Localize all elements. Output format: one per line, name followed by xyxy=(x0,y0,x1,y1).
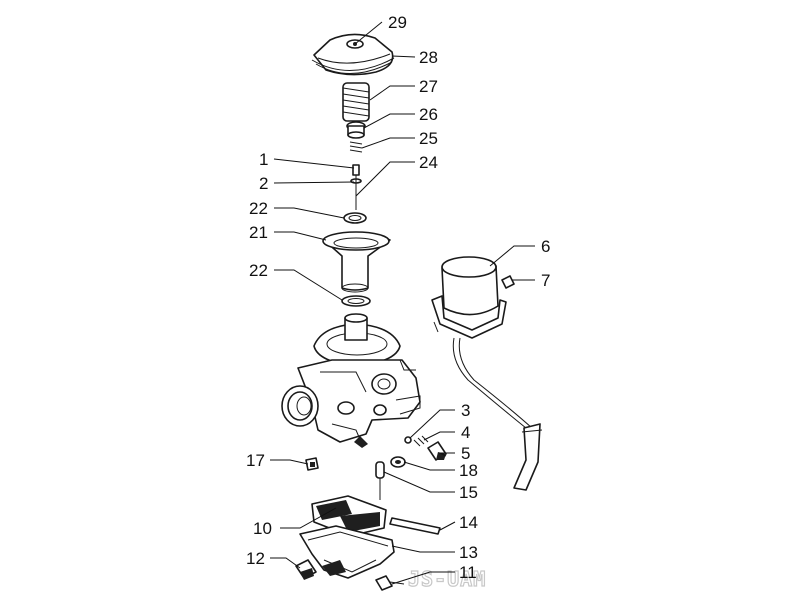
label-22-upper: 22 xyxy=(249,199,268,218)
part-1-24-needle xyxy=(350,164,362,210)
label-18: 18 xyxy=(459,461,478,480)
part-26-retainer xyxy=(346,121,366,139)
part-7-screw xyxy=(501,275,515,289)
part-22-upper-ring xyxy=(343,212,367,224)
part-5-screw xyxy=(427,441,447,461)
part-6-choke xyxy=(431,256,543,491)
label-26: 26 xyxy=(419,105,438,124)
carburetor-body xyxy=(281,313,421,448)
part-25-small-spring xyxy=(349,141,363,153)
part-21-diaphragm-slide xyxy=(322,231,391,293)
label-6: 6 xyxy=(541,237,550,256)
part-10-float xyxy=(311,495,387,537)
watermark-logo: JS-UAM xyxy=(408,567,486,591)
part-11-screw xyxy=(375,575,405,591)
label-3: 3 xyxy=(461,401,470,420)
label-28: 28 xyxy=(419,48,438,67)
part-18-jet xyxy=(390,456,406,468)
part-4-spring xyxy=(413,435,429,447)
label-17: 17 xyxy=(246,451,265,470)
label-13: 13 xyxy=(459,543,478,562)
leader-lines xyxy=(270,21,535,585)
label-7: 7 xyxy=(541,271,550,290)
part-14-pin xyxy=(389,517,441,535)
label-25: 25 xyxy=(419,129,438,148)
label-14: 14 xyxy=(459,513,478,532)
label-4: 4 xyxy=(461,423,470,442)
label-11: 11 xyxy=(459,563,477,582)
part-13-float-bowl xyxy=(299,525,395,579)
label-10: 10 xyxy=(253,519,272,538)
label-24: 24 xyxy=(419,153,438,172)
part-22-lower-ring xyxy=(341,295,371,307)
part-15-needle-jet xyxy=(375,461,385,500)
part-28-cover-gasket xyxy=(311,57,395,74)
label-22-lower: 22 xyxy=(249,261,268,280)
label-29: 29 xyxy=(388,13,407,32)
part-3-washer xyxy=(404,436,412,444)
part-12-drain-screw xyxy=(295,559,317,580)
label-2: 2 xyxy=(259,174,268,193)
label-15: 15 xyxy=(459,483,478,502)
part-number-labels: 29 28 27 26 25 24 1 2 22 21 22 6 7 3 4 5… xyxy=(246,13,550,582)
label-12: 12 xyxy=(246,549,265,568)
label-1: 1 xyxy=(259,150,268,169)
part-27-spring xyxy=(342,82,370,122)
label-27: 27 xyxy=(419,77,438,96)
part-17-screw xyxy=(305,457,319,471)
label-21: 21 xyxy=(249,223,268,242)
label-5: 5 xyxy=(461,444,470,463)
